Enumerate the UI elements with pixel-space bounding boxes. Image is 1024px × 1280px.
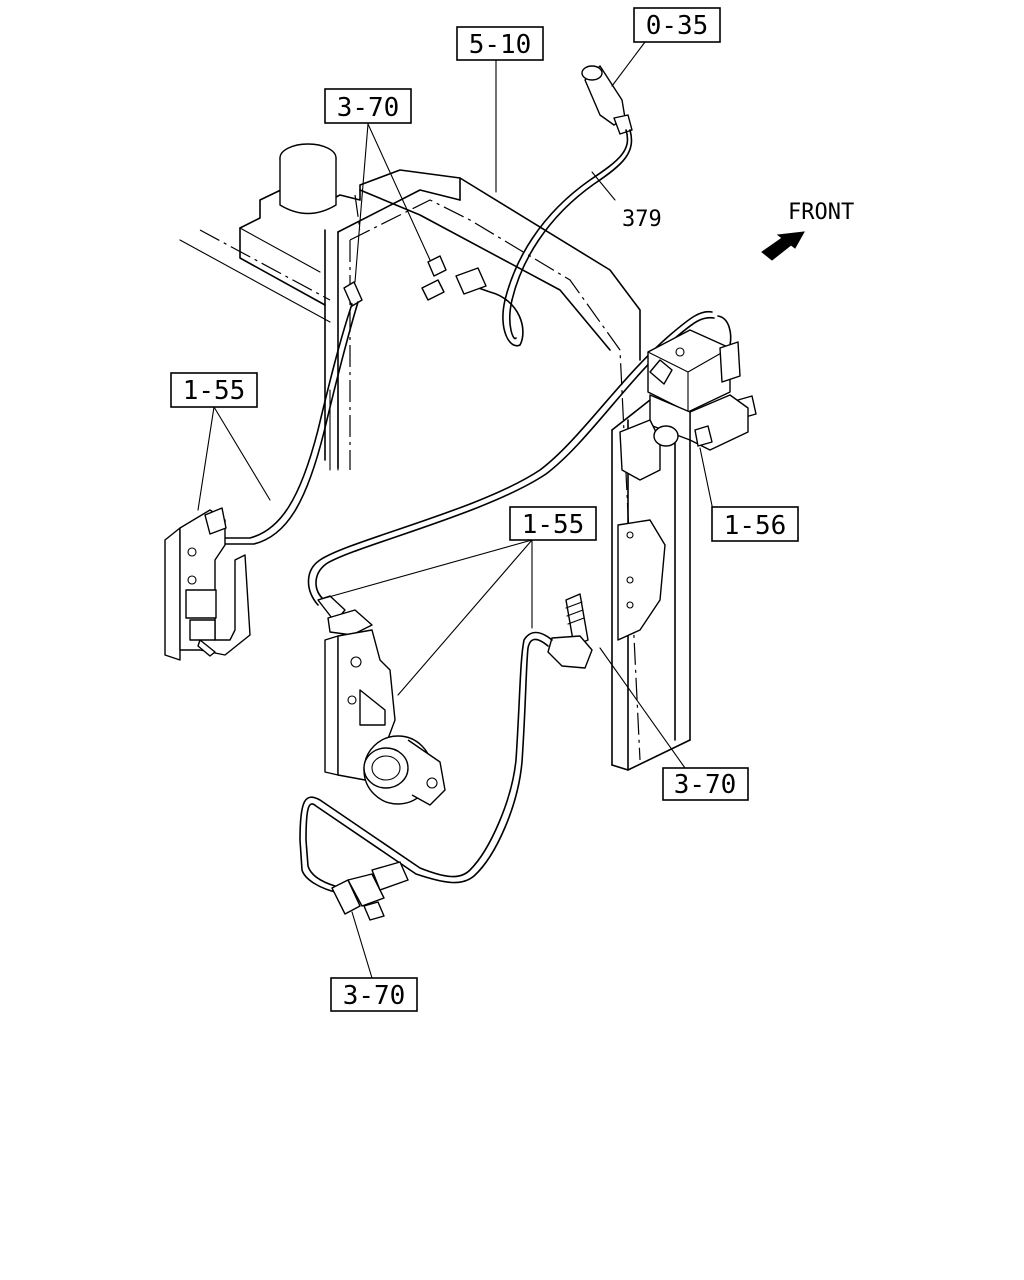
front-label: FRONT bbox=[788, 200, 854, 225]
callout-5-10[interactable]: 5-10 bbox=[456, 26, 544, 61]
callout-3-70-bottom-label: 3-70 bbox=[343, 981, 406, 1011]
frame-structure bbox=[179, 169, 691, 771]
callout-1-55-left-label: 1-55 bbox=[183, 376, 246, 406]
callout-1-56-label: 1-56 bbox=[724, 511, 787, 541]
brake-chamber-left bbox=[164, 507, 251, 661]
part-number-379: 379 bbox=[622, 207, 662, 232]
leader-lines bbox=[197, 41, 716, 979]
brake-chamber-center bbox=[317, 595, 446, 806]
callout-5-10-label: 5-10 bbox=[469, 30, 532, 60]
valve-1-56 bbox=[619, 329, 757, 481]
fitting-3-70-right bbox=[299, 593, 593, 893]
callout-3-70-bottom[interactable]: 3-70 bbox=[330, 977, 418, 1012]
callout-1-55-left[interactable]: 1-55 bbox=[170, 372, 258, 408]
front-arrow-icon bbox=[761, 231, 805, 261]
fitting-3-70-top bbox=[224, 281, 363, 545]
callout-0-35-label: 0-35 bbox=[646, 11, 709, 41]
callout-1-55-center[interactable]: 1-55 bbox=[509, 506, 597, 541]
callout-3-70-top[interactable]: 3-70 bbox=[324, 88, 412, 124]
callout-3-70-top-label: 3-70 bbox=[337, 93, 400, 123]
reservoir-cap bbox=[279, 143, 337, 215]
callout-1-55-center-label: 1-55 bbox=[522, 510, 585, 540]
connector-top bbox=[421, 255, 487, 301]
callout-3-70-right-label: 3-70 bbox=[674, 770, 737, 800]
front-indicator: FRONT bbox=[761, 200, 854, 261]
fitting-3-70-bottom bbox=[331, 861, 409, 921]
harness-379 bbox=[469, 129, 633, 347]
callout-1-56[interactable]: 1-56 bbox=[711, 506, 799, 542]
callout-3-70-right[interactable]: 3-70 bbox=[662, 767, 749, 801]
sensor-0-35 bbox=[581, 65, 633, 135]
callout-0-35[interactable]: 0-35 bbox=[633, 7, 721, 43]
